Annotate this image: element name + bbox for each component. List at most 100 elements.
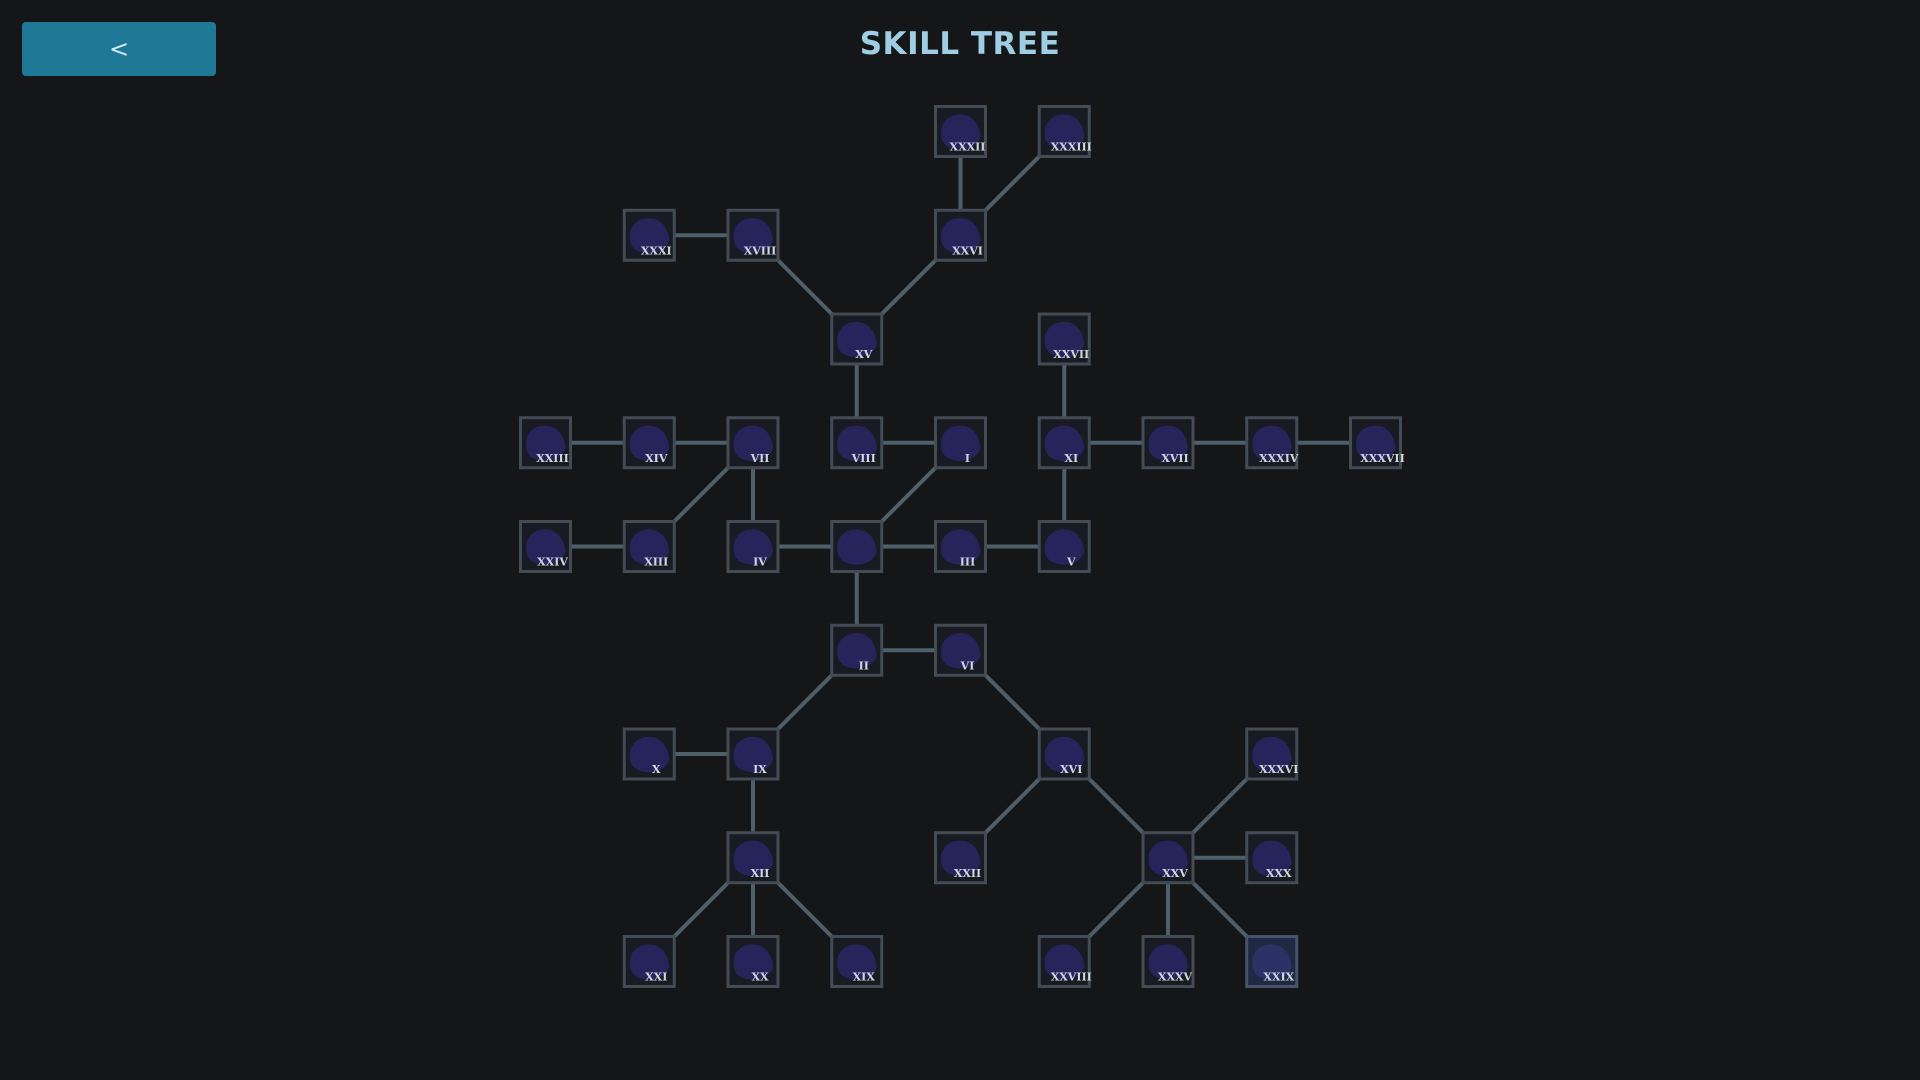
skill-node-xxxi[interactable]: XXXI <box>622 208 676 262</box>
skill-node-xix[interactable]: XIX <box>830 935 884 988</box>
skill-node-xxiv[interactable]: XXIV <box>519 520 572 573</box>
skill-node-v[interactable]: V <box>1037 520 1091 573</box>
skill-node-i[interactable]: I <box>934 416 987 470</box>
skill-node-vii[interactable]: VII <box>726 416 780 470</box>
skill-gem-icon <box>837 944 877 980</box>
skill-node-label: XXXVI <box>1259 763 1298 776</box>
skill-node-label: XXXV <box>1158 971 1193 984</box>
skill-node-xxvii[interactable]: XXVII <box>1037 312 1091 366</box>
skill-node-label: XX <box>751 971 769 984</box>
skill-node-xxxii[interactable]: XXXII <box>934 105 987 158</box>
skill-node-xxii[interactable]: XXII <box>934 831 987 885</box>
skill-node-label: XXV <box>1162 867 1188 880</box>
skill-node-xxiii[interactable]: XXIII <box>519 416 572 470</box>
skill-node-xvi[interactable]: XVI <box>1037 727 1091 781</box>
skill-gem-icon <box>941 218 981 254</box>
skill-node-label: IX <box>753 763 767 776</box>
skill-link-xxxvi-xxv <box>1191 777 1249 835</box>
skill-node-label: X <box>652 763 661 776</box>
skill-node-label: XXVI <box>952 244 983 257</box>
skill-node-label: IV <box>753 556 767 569</box>
skill-node-xxi[interactable]: XXI <box>622 935 676 988</box>
skill-link-xxv-xxviii <box>1087 881 1145 938</box>
skill-node-label: XXXI <box>641 244 672 257</box>
skill-node-xviii[interactable]: XVIII <box>726 208 780 262</box>
skill-gem-icon <box>629 736 670 773</box>
skill-gem-icon <box>629 218 670 254</box>
skill-gem-icon <box>941 529 981 565</box>
skill-gem-icon <box>733 736 773 773</box>
skill-node-xv[interactable]: XV <box>830 312 884 366</box>
skill-link-ii-ix <box>776 673 834 731</box>
skill-node-xiii[interactable]: XIII <box>622 520 676 573</box>
skill-node-label: XIII <box>644 556 668 569</box>
skill-node-ii[interactable]: II <box>830 623 884 677</box>
skill-node-xxvi[interactable]: XXVI <box>934 208 987 262</box>
skill-node-label: XVI <box>1060 763 1082 776</box>
skill-node-label: II <box>859 659 869 672</box>
skill-gem-icon <box>1148 425 1188 461</box>
skill-gem-icon <box>1044 529 1085 565</box>
skill-gem-icon <box>941 633 981 669</box>
skill-node-xxxvii[interactable]: XXXVII <box>1349 416 1405 470</box>
skill-link-xvi-xxii <box>984 777 1041 835</box>
skill-link-vi-xvi <box>984 673 1041 731</box>
skill-node-label: XV <box>855 348 873 361</box>
skill-node-label: XXIV <box>537 556 568 569</box>
skill-node-xxxiii[interactable]: XXXIII <box>1037 105 1092 158</box>
skill-link-xii-xix <box>776 881 834 938</box>
skill-link-xxvi-xv <box>880 258 937 316</box>
skill-node-label: VIII <box>851 452 876 465</box>
skill-gem-icon <box>1044 114 1085 150</box>
skill-node-xxxv[interactable]: XXXV <box>1141 935 1195 988</box>
skill-node-root[interactable] <box>830 520 884 573</box>
skill-node-label: XVIII <box>744 244 777 257</box>
skill-gem-icon <box>941 114 981 150</box>
skill-link-xxxiii-xxvi <box>984 155 1041 212</box>
skill-link-xviii-xv <box>776 258 834 316</box>
skill-node-xvii[interactable]: XVII <box>1141 416 1195 470</box>
skill-node-label: XII <box>751 867 770 880</box>
skill-node-label: VI <box>960 659 975 672</box>
skill-node-xxx[interactable]: XXX <box>1245 831 1299 885</box>
skill-node-xiv[interactable]: XIV <box>622 416 676 470</box>
back-button[interactable]: < <box>22 22 216 76</box>
skill-node-label: XXXIII <box>1051 141 1092 154</box>
skill-node-xxv[interactable]: XXV <box>1141 831 1195 885</box>
skill-gem-icon <box>1044 736 1085 773</box>
skill-gem-icon <box>733 944 773 980</box>
skill-node-vi[interactable]: VI <box>934 623 987 677</box>
skill-node-ix[interactable]: IX <box>726 727 780 781</box>
skill-gem-icon <box>733 840 773 876</box>
skill-node-iv[interactable]: IV <box>726 520 780 573</box>
skill-gem-icon <box>1148 944 1188 980</box>
skill-node-xxxvi[interactable]: XXXVI <box>1245 727 1299 781</box>
skill-link-i-c <box>880 466 937 523</box>
skill-node-xxix[interactable]: XXIX <box>1245 935 1299 988</box>
skill-node-label: V <box>1066 556 1076 569</box>
skill-gem-icon <box>1252 840 1292 876</box>
skill-node-x[interactable]: X <box>622 727 676 781</box>
skill-node-xi[interactable]: XI <box>1037 416 1091 470</box>
skill-node-label: XXXII <box>950 141 986 154</box>
skill-connections <box>570 155 1351 938</box>
skill-gem-icon <box>1252 736 1292 773</box>
skill-gem-icon <box>733 425 773 461</box>
skill-node-label: XXXVII <box>1360 452 1404 465</box>
skill-node-label: XIX <box>853 971 876 984</box>
skill-gem-icon <box>526 529 566 565</box>
skill-gem-icon <box>837 425 877 461</box>
skill-node-label: XXX <box>1266 867 1292 880</box>
skill-node-xii[interactable]: XII <box>726 831 780 885</box>
skill-node-xxviii[interactable]: XXVIII <box>1037 935 1092 988</box>
skill-gem-icon <box>629 529 670 565</box>
skill-node-label: XXI <box>645 971 667 984</box>
skill-gem-icon <box>1044 944 1085 980</box>
skill-node-iii[interactable]: III <box>934 520 987 573</box>
skill-node-xx[interactable]: XX <box>726 935 780 988</box>
skill-node-viii[interactable]: VIII <box>830 416 884 470</box>
skill-node-label: XXVII <box>1053 348 1089 361</box>
skill-node-xxxiv[interactable]: XXXIV <box>1245 416 1299 470</box>
skill-node-label: I <box>965 452 970 465</box>
skill-node-label: XXIX <box>1263 971 1294 984</box>
